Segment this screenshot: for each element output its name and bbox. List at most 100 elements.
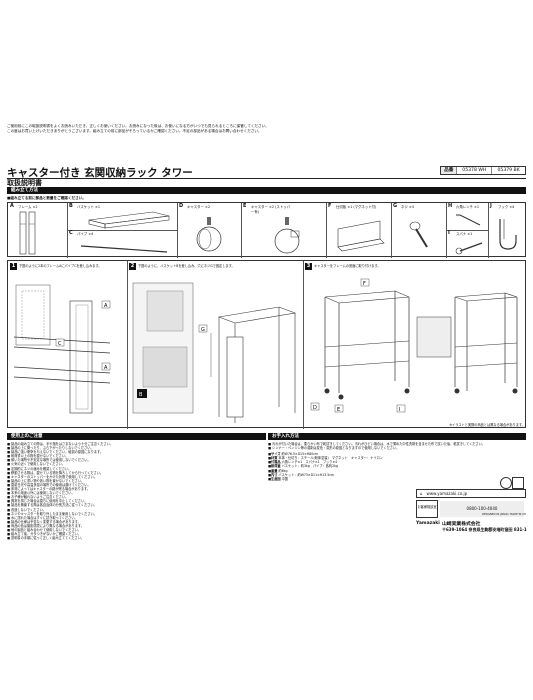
- part-e-name: キャスター ×2 (ストッパー有): [251, 205, 290, 214]
- caution-item: ■ 製品を廃棄する際は各自治体の分別方法に従ってください。: [7, 503, 97, 508]
- part-a-name: フレーム ×2: [18, 205, 38, 209]
- part-e-letter: E: [243, 203, 247, 209]
- care-section: お手入れ方法 ■ 汚れが付いた場合は、柔らかい布で乾拭きしてください。汚れがひど…: [268, 433, 527, 603]
- assembly-bar-label: 組み立て方法: [11, 188, 38, 193]
- spanner-illustration: [455, 242, 483, 255]
- spec-label: ■材質: [268, 456, 278, 461]
- product-label: 品番: [441, 167, 458, 174]
- phone-number: 0800-100-4040: [440, 501, 524, 517]
- hex-wrench-illustration: [456, 214, 481, 226]
- spec-label: ■重量: [268, 468, 278, 473]
- part-i-letter: I: [448, 230, 450, 236]
- hook-illustration: [499, 219, 517, 250]
- care-text: ■ 汚れが付いた場合は、柔らかい布で乾拭きしてください。汚れがひどい場合は、水で…: [268, 442, 486, 446]
- step-1-number: 1: [10, 263, 17, 270]
- part-c-letter: C: [69, 230, 73, 236]
- part-j-name: フック ×4: [498, 205, 515, 209]
- spec-value: バスケット：約W73×D11×H13.5cm: [278, 472, 335, 477]
- part-d: D キャスター ×2: [177, 203, 242, 258]
- step-3-label-i: I: [399, 407, 400, 413]
- product-code-wh: 05378 WH: [457, 167, 493, 174]
- part-f: F 仕切板 ×1 (マグネット付): [326, 203, 392, 258]
- document-title: キャスター付き 玄関収納ラック タワー: [7, 167, 193, 179]
- care-bar: お手入れ方法: [268, 433, 526, 440]
- pipe-illustration: [80, 245, 168, 253]
- part-e: E キャスター ×2 (ストッパー有): [241, 203, 327, 258]
- part-i-name: スパナ ×1: [456, 232, 473, 236]
- step-1-label-c: C: [58, 341, 62, 347]
- caution-item: ■ 他の製品と組み合わせて使用しないでください。: [7, 527, 82, 532]
- step-2-label-b: B: [139, 392, 143, 398]
- caution-bar: 使用上のご注意: [7, 433, 266, 440]
- part-j-letter: J: [490, 203, 492, 209]
- steps-panel: 1 下図のように2本のフレームAにパイプCを差し込みます。 A C A 2 下図…: [7, 260, 527, 429]
- title-divider: [7, 178, 526, 179]
- step-3-text: キャスターをフレームの底面に取り付けます。: [314, 264, 381, 268]
- step-3-label-d: D: [313, 405, 317, 411]
- step-1-illustration: A C A: [13, 284, 111, 414]
- part-c-name: パイプ ×4: [77, 232, 94, 236]
- caution-item: ■ 火気の近くで使用しないでください。: [7, 462, 66, 467]
- company-block: ⌂ www.yamazaki.co.jp お客様相談室 0800-100-404…: [416, 489, 527, 549]
- spec-label: ■耐荷重: [268, 464, 281, 469]
- caution-list: ■ 製品の組み立ての際は、手や指をはさまないよう十分ご注意ください。 ■ 製品の…: [7, 442, 266, 540]
- step-3-label-e: E: [337, 407, 340, 413]
- part-g-letter: G: [393, 203, 398, 209]
- part-h-name: 六角レンチ ×1: [456, 205, 480, 209]
- product-code-bk: 05379 BK: [497, 168, 520, 173]
- spec-row: ■重量 約6kg: [268, 469, 418, 473]
- spec-value: 約W76.5×D15×H80cm: [281, 452, 319, 457]
- basket-illustration: [88, 211, 170, 229]
- part-j: J フック ×4: [488, 203, 527, 258]
- step-2: 2 下図のように、バスケットBを差し込み、穴にネジGで固定します。 B G: [127, 261, 304, 429]
- top-note-2: この度はお買い上げいただきありがとうございます。組み立ての前に部品がそろっている…: [7, 129, 262, 133]
- website-label: www.yamazaki.co.jp: [426, 491, 468, 496]
- company-name: 山崎実業株式会社: [442, 522, 481, 527]
- spec-list: ■サイズ 約W76.5×D15×H80cm ■材質 本体・仕切り：スチール(粉体…: [268, 452, 418, 481]
- caution-item: ■ 商品の色は撮影環境により異なる場合があります。: [7, 523, 84, 528]
- product-code-box: 品番 05378 WH 05379 BK: [440, 166, 526, 175]
- caution-item: ■ 傾いた場所や不安定な場所では使用しないでください。: [7, 458, 91, 463]
- spec-label: ■生産国: [268, 476, 281, 481]
- step-1: 1 下図のように2本のフレームAにパイプCを差し込みます。 A C A: [8, 261, 128, 429]
- step-3-label-f: F: [363, 281, 366, 287]
- caution-title: 使用上のご注意: [11, 434, 43, 439]
- top-note: ご使用前にこの取扱説明書をよくお読みいただき、正しくお使いください。お読みになっ…: [7, 124, 269, 128]
- caution-item: ■ 製品の上に重い物や熱い物を置かないでください。: [7, 478, 85, 483]
- part-b-name: バスケット ×1: [77, 205, 101, 209]
- caution-item: ■ 床材によってはキャスターの跡が残る場合があります。: [7, 487, 91, 492]
- part-b: B バスケット ×1: [67, 203, 178, 231]
- document-subtitle: 取扱説明書: [7, 179, 42, 187]
- screw-illustration: [409, 221, 428, 248]
- caster-illustration: [196, 217, 222, 252]
- caution-item: ■ 製品の仕様は予告なく変更する場合があります。: [7, 519, 81, 524]
- caution-item: ■ 水に濡れた場合はすぐに拭き取ってください。: [7, 515, 78, 520]
- caution-item: ■ 製品に強い衝撃を与えないでください。破損の原因になります。: [7, 450, 104, 455]
- step-2-number: 2: [129, 263, 136, 270]
- part-f-letter: F: [328, 203, 332, 209]
- caution-item: ■ 移動させる際は、載せている物を降ろしてから行ってください。: [7, 470, 104, 475]
- spec-value: 六角レンチ×1 スパナ×1 フック×4: [281, 460, 338, 465]
- web-icon: ⌂: [420, 491, 423, 496]
- parts-panel: A フレーム ×2 B バスケット ×1 C パイプ ×4 D キャスター ×2: [7, 202, 527, 258]
- spec-label: ■付属品: [268, 460, 281, 465]
- caution-item: ■ お子様が触れないようご注意ください。: [7, 495, 69, 500]
- spec-value: 約6kg: [278, 468, 288, 473]
- step-2-text: 下図のように、バスケットBを差し込み、穴にネジGで固定します。: [138, 264, 235, 268]
- step-1-text: 下図のように2本のフレームAにパイプCを差し込みます。: [19, 264, 102, 268]
- caution-item: ■ 説明書の手順に従って正しく組み立ててください。: [7, 536, 85, 541]
- company-logo: Yamazaki: [416, 521, 440, 526]
- contact-label: お客様相談室: [416, 500, 438, 518]
- caution-item: ■ 製品の組み立ての際は、手や指をはさまないよう十分ご注意ください。: [7, 442, 113, 446]
- step-3: 3 キャスターをフレームの底面に取り付けます。 F: [303, 261, 527, 429]
- spec-label: ■内寸: [268, 472, 278, 477]
- caution-item: ■ 製品の上に乗ったり、ぶら下がったりしないでください。: [7, 446, 94, 451]
- caution-section: 使用上のご注意 ■ 製品の組み立ての際は、手や指をはさまないよう十分ご注意くださ…: [7, 433, 266, 603]
- step-2-illustration: B G: [132, 282, 297, 423]
- company-address: 〒639-1064 奈良県生駒郡安堵町窪田 831-1: [442, 527, 527, 532]
- caution-item: ■ キャスターのストッパーをかけた状態で使用してください。: [7, 474, 97, 479]
- part-h-letter: H: [448, 203, 453, 209]
- step-3-note: ※イラストと実際の商品とは異なる場合があります。: [449, 423, 525, 427]
- part-h: H 六角レンチ ×1: [446, 203, 489, 231]
- part-f-name: 仕切板 ×1 (マグネット付): [336, 205, 377, 209]
